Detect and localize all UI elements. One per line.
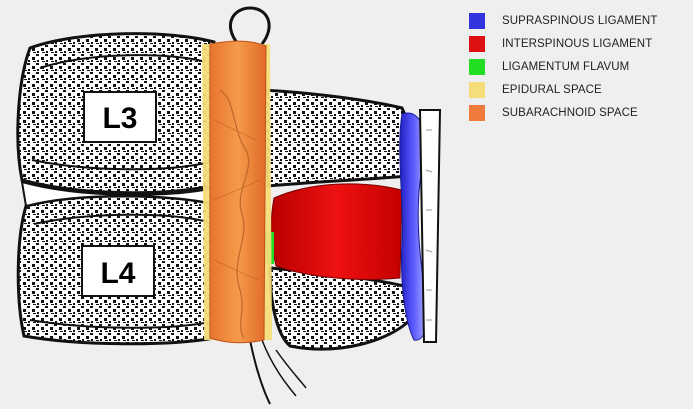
supraspinous-swatch-icon — [469, 13, 485, 29]
l4-label: L4 — [100, 257, 135, 290]
interspinous-swatch-icon — [469, 36, 485, 52]
flavum-swatch-icon — [469, 59, 485, 75]
legend-item-subarachnoid: SUBARACHNOID SPACE — [469, 101, 691, 124]
subarachnoid-space — [210, 41, 266, 343]
legend-label: SUBARACHNOID SPACE — [502, 107, 638, 119]
diagram-legend: SUPRASPINOUS LIGAMENT INTERSPINOUS LIGAM… — [469, 9, 691, 124]
legend-label: EPIDURAL SPACE — [502, 84, 602, 96]
l4-posterior-elements — [250, 268, 410, 404]
legend-item-flavum: LIGAMENTUM FLAVUM — [469, 55, 691, 78]
legend-item-supraspinous: SUPRASPINOUS LIGAMENT — [469, 9, 691, 32]
l3-posterior-elements — [262, 90, 412, 186]
legend-item-epidural: EPIDURAL SPACE — [469, 78, 691, 101]
epidural-swatch-icon — [469, 82, 485, 98]
subarachnoid-swatch-icon — [469, 105, 485, 121]
skin-surface — [420, 110, 440, 342]
legend-label: INTERSPINOUS LIGAMENT — [502, 38, 652, 50]
legend-label: SUPRASPINOUS LIGAMENT — [502, 15, 657, 27]
interspinous-ligament — [271, 184, 402, 280]
articular-process — [230, 8, 269, 44]
legend-label: LIGAMENTUM FLAVUM — [502, 61, 629, 73]
legend-item-interspinous: INTERSPINOUS LIGAMENT — [469, 32, 691, 55]
l3-label: L3 — [102, 102, 137, 135]
